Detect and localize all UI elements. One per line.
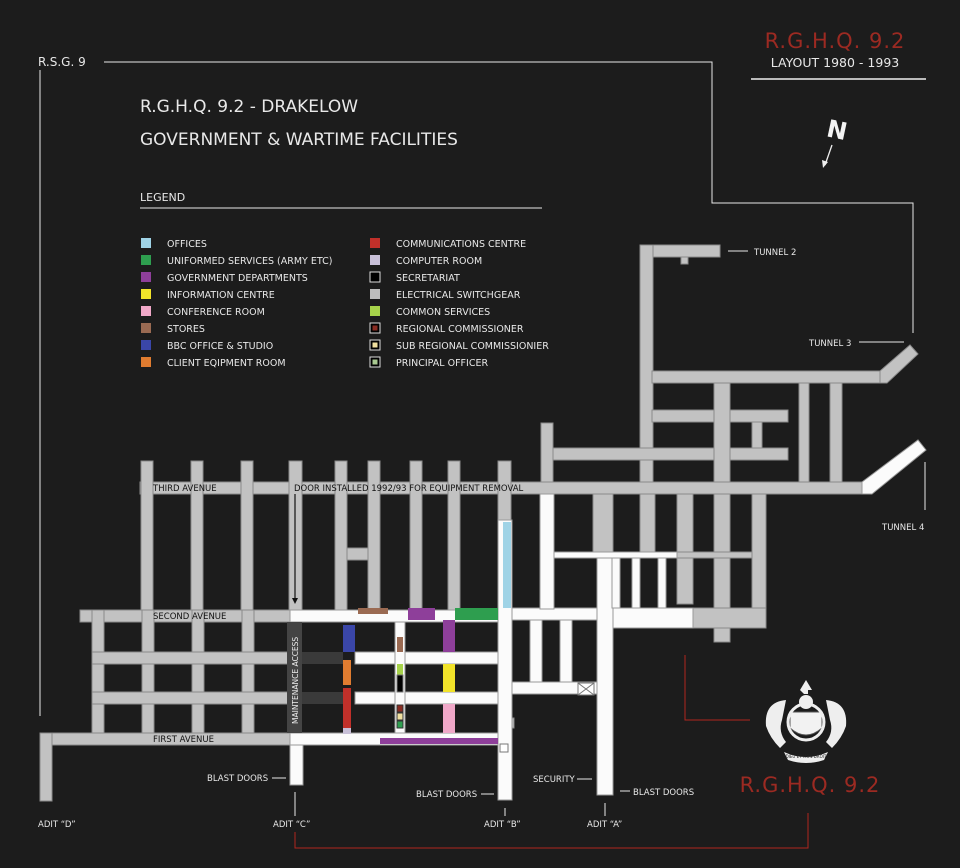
unused-corridors [39, 244, 919, 802]
legend-swatch [370, 289, 380, 299]
room-stores-2 [397, 637, 403, 652]
room-secretariat [396, 674, 404, 693]
legend-swatch [141, 272, 151, 282]
legend-item: COMMON SERVICES [370, 306, 490, 318]
room-government-2 [443, 620, 455, 652]
room-stores [358, 608, 388, 614]
legend-item: PRINCIPAL OFFICER [369, 356, 488, 369]
legend-item: INFORMATION CENTRE [141, 289, 275, 301]
map-title: R.G.H.Q. 9.2 - DRAKELOW [140, 97, 358, 117]
legend-item: CONFERENCE ROOM [141, 306, 265, 318]
legend-label: GOVERNMENT DEPARTMENTS [167, 273, 308, 284]
legend-item: REGIONAL COMMISSIONER [369, 322, 524, 335]
second-avenue-label: SECOND AVENUE [153, 612, 226, 622]
legend-swatch [141, 255, 151, 265]
room-client-equipment [343, 660, 351, 685]
legend-label: BBC OFFICE & STUDIO [167, 341, 273, 352]
room-government-3 [380, 738, 498, 744]
legend-label: STORES [167, 324, 205, 335]
legend-label: COMMUNICATIONS CENTRE [396, 239, 526, 250]
legend-label: SUB REGIONAL COMMISSIONIER [396, 341, 549, 352]
room-conference [443, 704, 455, 733]
first-avenue-label: FIRST AVENUE [153, 735, 214, 745]
north-arrow-icon: N [822, 115, 850, 168]
room-information [443, 664, 455, 692]
room-offices [503, 522, 511, 608]
map-subtitle: GOVERNMENT & WARTIME FACILITIES [140, 130, 458, 150]
legend-label: CONFERENCE ROOM [167, 307, 265, 318]
room-communications [343, 688, 351, 728]
legend-label: COMMON SERVICES [396, 307, 490, 318]
legend-item: STORES [141, 323, 205, 335]
legend-swatch [141, 238, 151, 248]
svg-text:TUNNEL 3: TUNNEL 3 [808, 339, 851, 349]
svg-text:BLAST DOORS: BLAST DOORS [633, 788, 694, 798]
svg-text:TUNNEL 4: TUNNEL 4 [881, 523, 924, 533]
legend-swatch [370, 306, 380, 316]
svg-text:DIEU ET MON DROIT: DIEU ET MON DROIT [786, 754, 827, 759]
svg-text:SECURITY: SECURITY [533, 775, 576, 785]
legend-item: SECRETARIAT [369, 271, 460, 284]
legend-label: SECRETARIAT [396, 273, 460, 284]
legend: OFFICES UNIFORMED SERVICES (ARMY ETC) GOVE… [141, 238, 549, 369]
adit-labels: BLAST DOORS ADIT “C” BLAST DOORS ADIT “B… [38, 774, 694, 830]
rsg-bracket [39, 61, 926, 716]
legend-swatch [370, 255, 380, 265]
legend-label: PRINCIPAL OFFICER [396, 358, 488, 369]
svg-text:ADIT “B”: ADIT “B” [484, 820, 521, 830]
legend-item: UNIFORMED SERVICES (ARMY ETC) [141, 255, 332, 267]
legend-swatch [141, 306, 151, 316]
royal-crest-icon: DIEU ET MON DROIT [765, 680, 847, 763]
room-bbc [343, 625, 355, 652]
svg-text:TUNNEL 2: TUNNEL 2 [753, 248, 796, 258]
legend-swatch [141, 340, 151, 350]
legend-item: CLIENT EQIPMENT ROOM [141, 357, 286, 369]
legend-item: SUB REGIONAL COMMISSIONIER [369, 339, 549, 352]
legend-title: LEGEND [140, 191, 185, 204]
svg-text:BLAST DOORS: BLAST DOORS [416, 790, 477, 800]
legend-item: GOVERNMENT DEPARTMENTS [141, 272, 308, 284]
legend-label: REGIONAL COMMISSIONER [396, 324, 524, 335]
room-principal-officer [396, 720, 404, 729]
rooms [343, 522, 511, 744]
legend-swatch [370, 238, 380, 248]
door-note: DOOR INSTALLED 1992/93 FOR EQUIPMENT REM… [294, 484, 524, 494]
emblem-caption: R.G.H.Q. 9.2 [740, 773, 881, 797]
legend-label: CLIENT EQIPMENT ROOM [167, 358, 286, 369]
legend-swatch [141, 357, 151, 367]
svg-text:MAINTENANCE ACCESS: MAINTENANCE ACCESS [291, 637, 300, 724]
room-government [408, 608, 435, 620]
legend-label: INFORMATION CENTRE [167, 290, 275, 301]
legend-item: OFFICES [141, 238, 207, 250]
room-sub-regional [396, 712, 404, 721]
rghq-connectors [294, 655, 809, 849]
room-common-services [397, 664, 403, 675]
legend-item: COMPUTER ROOM [370, 255, 482, 267]
legend-label: ELECTRICAL SWITCHGEAR [396, 290, 521, 301]
legend-label: UNIFORMED SERVICES (ARMY ETC) [167, 256, 332, 267]
badge-title: R.G.H.Q. 9.2 [765, 29, 906, 53]
svg-text:N: N [824, 115, 849, 147]
legend-label: COMPUTER ROOM [396, 256, 482, 267]
legend-swatch [141, 289, 151, 299]
svg-text:ADIT “D”: ADIT “D” [38, 820, 76, 830]
third-avenue-label: THIRD AVENUE [152, 484, 217, 494]
room-regional-commissioner [396, 704, 404, 713]
legend-swatch [369, 271, 381, 283]
rsg-label: R.S.G. 9 [38, 55, 86, 69]
maintenance-access: MAINTENANCE ACCESS [287, 494, 343, 733]
room-uniformed [455, 608, 498, 620]
legend-item: COMMUNICATIONS CENTRE [370, 238, 526, 250]
svg-text:ADIT “C”: ADIT “C” [273, 820, 310, 830]
legend-label: OFFICES [167, 239, 207, 250]
legend-item: ELECTRICAL SWITCHGEAR [370, 289, 521, 301]
badge-subtitle: LAYOUT 1980 - 1993 [771, 55, 899, 70]
tunnel-labels: TUNNEL 2 TUNNEL 3 TUNNEL 4 [728, 248, 924, 533]
legend-item: BBC OFFICE & STUDIO [141, 340, 273, 352]
svg-text:ADIT “A”: ADIT “A” [587, 820, 622, 830]
room-computer [343, 728, 351, 734]
svg-text:BLAST DOORS: BLAST DOORS [207, 774, 268, 784]
legend-swatch [141, 323, 151, 333]
